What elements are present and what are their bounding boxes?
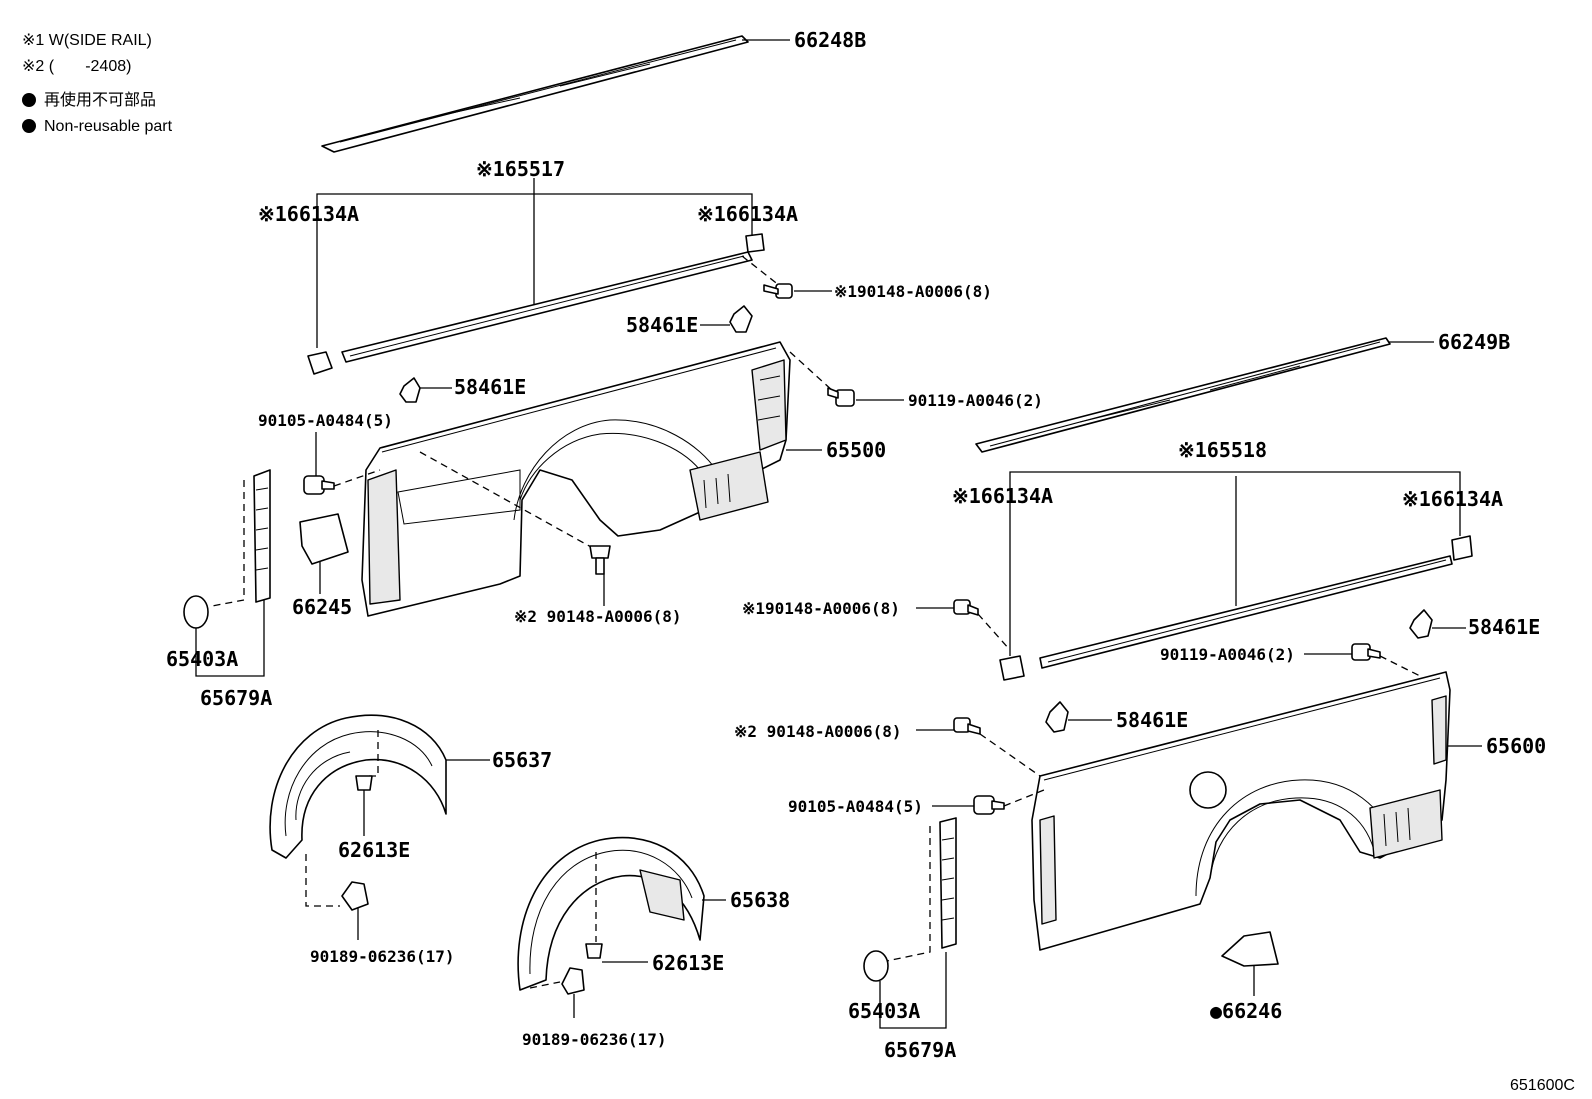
- part-58461E-clip-a: [729, 305, 753, 333]
- part-58461E-clip-b: [399, 377, 421, 403]
- label-65637: 65637: [492, 748, 552, 772]
- label-65500: 65500: [826, 438, 886, 462]
- label-66134A-left: ※166134A: [258, 202, 359, 226]
- label-90105-right: 90105-A0484(5): [788, 797, 923, 816]
- label-62613E-left: 62613E: [338, 838, 410, 862]
- label-65403A-right: 65403A: [848, 999, 920, 1023]
- part-90148-bolt-right1: [953, 599, 1011, 651]
- note-side-rail: ※1 W(SIDE RAIL): [22, 32, 152, 49]
- bracket-65679A-left: [195, 600, 265, 677]
- part-66134A-cap-right-left: [999, 655, 1025, 681]
- part-65403A-clip-left: [183, 595, 209, 629]
- label-90189-left: 90189-06236(17): [310, 947, 455, 966]
- part-65638-wheel-liner: [517, 836, 705, 991]
- label-58461E-a: 58461E: [626, 313, 698, 337]
- label-90119-right: 90119-A0046(2): [1160, 645, 1295, 664]
- note-date-range: ※2 ( -2408): [22, 58, 132, 75]
- legend-jp-row: 再使用不可部品: [22, 88, 172, 114]
- label-90148-top: ※190148-A0006(8): [834, 282, 992, 301]
- part-66248B-rail: [321, 35, 749, 153]
- non-reusable-dot-icon: [22, 119, 36, 133]
- part-65600-bed-side-right: [1031, 671, 1451, 951]
- legend-en-text: Non-reusable part: [44, 118, 173, 135]
- label-66245: 66245: [292, 595, 352, 619]
- label-65679A-left: 65679A: [200, 686, 272, 710]
- label-58461E-right2: 58461E: [1116, 708, 1188, 732]
- part-65403A-clip-right: [863, 950, 889, 982]
- legend-jp-text: 再使用不可部品: [44, 92, 157, 109]
- part-90189-clip-left: [305, 854, 369, 911]
- label-58461E-right1: 58461E: [1468, 615, 1540, 639]
- label-90105-left: 90105-A0484(5): [258, 411, 393, 430]
- label-66246: ●66246: [1210, 999, 1282, 1023]
- part-66134A-cap-right-right: [1451, 535, 1473, 561]
- label-65518: ※165518: [1178, 438, 1267, 462]
- part-65679A-strip-right: [881, 817, 957, 963]
- label-66134A-right-right: ※166134A: [1402, 487, 1503, 511]
- part-66245-pad: [299, 513, 349, 565]
- part-62613E-clip-left: [355, 730, 379, 791]
- label-90148-left2: ※2 90148-A0006(8): [514, 607, 682, 626]
- part-65518-side-rail: [1039, 555, 1453, 669]
- label-66134A-right-left: ※166134A: [952, 484, 1053, 508]
- label-66248B: 66248B: [794, 28, 866, 52]
- part-90105-bolt-right: [973, 789, 1045, 815]
- bracket-65679A-right: [879, 952, 947, 1029]
- part-66246-pad: [1221, 931, 1279, 967]
- part-62613E-clip-center: [585, 852, 603, 959]
- legend-en-row: Non-reusable part: [22, 114, 172, 140]
- label-66249B: 66249B: [1438, 330, 1510, 354]
- part-65500-bed-side-left: [361, 341, 791, 617]
- label-65679A-right: 65679A: [884, 1038, 956, 1062]
- label-90119-top: 90119-A0046(2): [908, 391, 1043, 410]
- label-65638: 65638: [730, 888, 790, 912]
- non-reusable-dot-icon: [22, 93, 36, 107]
- label-66134A-right: ※166134A: [697, 202, 798, 226]
- label-65517: ※165517: [476, 157, 565, 181]
- part-65679A-strip-left: [211, 469, 271, 607]
- part-90119-bolt-right: [1351, 643, 1421, 677]
- part-90119-bolt-top: [789, 351, 855, 407]
- part-90148-bolt-top: [741, 255, 793, 299]
- part-66134A-cap-left: [307, 351, 333, 375]
- bracket-65518: [1009, 471, 1461, 656]
- label-90189-center: 90189-06236(17): [522, 1030, 667, 1049]
- part-90148-bolt-left: [419, 451, 611, 575]
- label-58461E-b: 58461E: [454, 375, 526, 399]
- part-58461E-clip-right1: [1409, 609, 1433, 639]
- label-65403A-left: 65403A: [166, 647, 238, 671]
- diagram-notes: ※1 W(SIDE RAIL) ※2 ( -2408) 再使用不可部品 Non-…: [22, 28, 172, 140]
- part-90105-bolt-left: [303, 469, 381, 495]
- label-90148-right1: ※190148-A0006(8): [742, 599, 900, 618]
- part-66249B-rail: [975, 337, 1391, 453]
- part-65517-side-rail: [341, 251, 753, 363]
- part-90148-bolt-right2: [953, 717, 1041, 777]
- part-66134A-cap-right-top: [745, 233, 765, 253]
- figure-code: 651600C: [1510, 1077, 1575, 1094]
- label-65600: 65600: [1486, 734, 1546, 758]
- label-62613E-center: 62613E: [652, 951, 724, 975]
- label-90148-right2: ※2 90148-A0006(8): [734, 722, 902, 741]
- part-90189-clip-center: [529, 967, 585, 995]
- part-58461E-clip-right2: [1045, 701, 1069, 733]
